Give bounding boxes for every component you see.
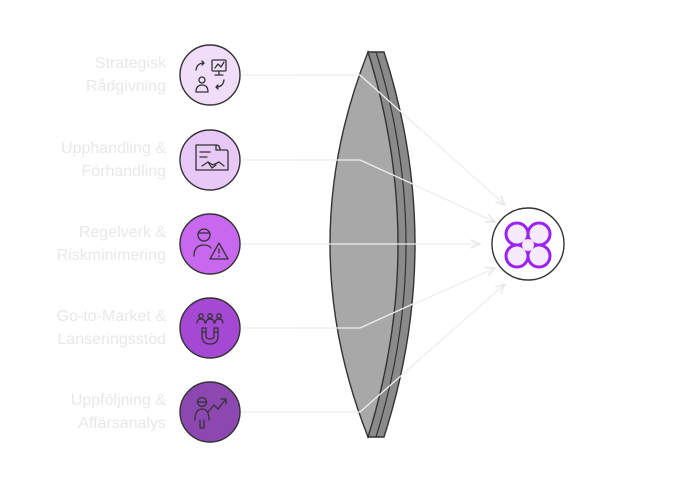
item-circle-bg — [179, 129, 241, 191]
connector-line — [300, 302, 416, 329]
connector-line — [300, 159, 416, 186]
person-warning-icon — [193, 228, 229, 260]
item-label-line: Upphandling & — [61, 140, 166, 157]
item-label-line: Riskminimering — [56, 247, 166, 264]
item-circle-bg — [179, 44, 241, 106]
item-circle-2[interactable] — [179, 129, 241, 191]
item-label-line: Go-to-Market & — [56, 308, 166, 325]
item-circle-bg — [179, 213, 241, 275]
item-label-3: Regelverk & Riskminimering — [0, 221, 166, 267]
item-circle-5[interactable] — [179, 381, 241, 443]
item-label-line: Lanseringsstöd — [57, 331, 166, 348]
item-label-line: Regelverk & — [78, 224, 166, 241]
item-label-line: Uppföljning & — [70, 392, 166, 409]
connectors-over — [300, 74, 421, 413]
item-label-line: Strategisk — [94, 55, 166, 72]
item-label-line: Rådgivning — [85, 78, 166, 95]
four-petal-flower-icon — [504, 221, 552, 269]
item-label-line: Förhandling — [81, 163, 167, 180]
item-circle-3[interactable] — [179, 213, 241, 275]
contract-handshake-icon — [195, 144, 229, 171]
item-circle-bg — [179, 381, 241, 443]
connector-line — [300, 358, 421, 413]
item-label-4: Go-to-Market & Lanseringsstöd — [0, 305, 166, 351]
connector-line — [300, 74, 421, 130]
strategy-advisory-icon — [195, 59, 227, 93]
person-growth-chart-icon — [194, 396, 227, 429]
hub[interactable] — [491, 207, 565, 281]
item-circle-1[interactable] — [179, 44, 241, 106]
item-label-1: Strategisk Rådgivning — [0, 52, 166, 98]
item-label-line: Affärsanalys — [78, 415, 166, 432]
item-label-2: Upphandling & Förhandling — [0, 137, 166, 183]
item-circle-4[interactable] — [179, 297, 241, 359]
team-magnet-icon — [196, 313, 224, 345]
item-label-5: Uppföljning & Affärsanalys — [0, 389, 166, 435]
item-circle-bg — [179, 297, 241, 359]
